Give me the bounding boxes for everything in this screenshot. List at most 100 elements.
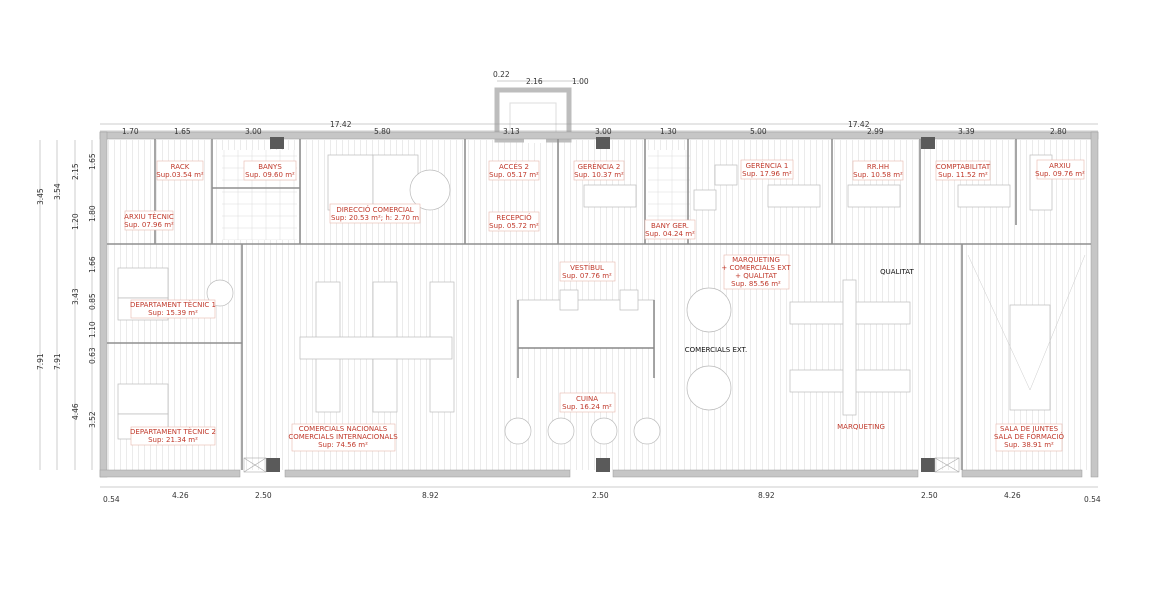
- room-vestibul: VESTÍBUL Sup. 07.76 m²: [559, 261, 616, 282]
- room-acces-2: ACCÉS 2 Sup. 05.17 m²: [488, 160, 540, 181]
- room-direccio-comercial: DIRECCIÓ COMERCIAL Sup: 20.53 m²; h: 2.7…: [329, 203, 421, 224]
- dim-top: 1.70: [122, 127, 139, 136]
- zone-marqueting: MARQUETING: [837, 423, 885, 431]
- svg-text:ACCÉS 2: ACCÉS 2: [499, 162, 529, 171]
- dim-bottom: 8.92: [758, 491, 775, 500]
- dim-left: 1.80: [88, 205, 97, 222]
- room-labels: RACK Sup.03.54 m² BANYS Sup. 09.60 m² AR…: [124, 159, 1085, 452]
- svg-text:Sup. 09.76 m²: Sup. 09.76 m²: [1035, 170, 1085, 178]
- zone-labels: QUALITAT COMERCIALS EXT. MARQUETING: [685, 268, 915, 431]
- svg-text:Sup: 15.39 m²: Sup: 15.39 m²: [148, 309, 198, 317]
- dim-top: 3.13: [503, 127, 520, 136]
- bottom-dimensions: 0.54 4.26 2.50 8.92 2.50 8.92 2.50 4.26 …: [103, 491, 1101, 504]
- dim-left: 7.91: [36, 353, 45, 370]
- svg-text:RACK: RACK: [171, 163, 190, 171]
- dim-bottom: 2.50: [255, 491, 272, 500]
- top-dimensions: 17.42 17.42 1.70 1.65 3.00 5.80 3.13 3.0…: [122, 70, 1067, 136]
- svg-text:DIRECCIÓ COMERCIAL: DIRECCIÓ COMERCIAL: [336, 205, 413, 214]
- dim-bottom: 0.54: [103, 495, 120, 504]
- room-gerencia-2: GERÈNCIA 2 Sup. 10.37 m²: [573, 160, 625, 181]
- dim-left: 7.91: [53, 353, 62, 370]
- dim-bottom: 4.26: [172, 491, 189, 500]
- svg-text:BANY GER.: BANY GER.: [651, 222, 689, 230]
- room-bany-ger: BANY GER. Sup. 04.24 m²: [644, 219, 696, 240]
- svg-text:Sup. 10.58 m²: Sup. 10.58 m²: [853, 171, 903, 179]
- svg-text:ARXIU: ARXIU: [1049, 162, 1071, 170]
- room-arxiu-tecnic: ARXIU TÈCNIC Sup. 07.96 m²: [124, 210, 174, 231]
- room-marqueting: MARQUETING + COMERCIALS EXT + QUALITAT S…: [721, 254, 791, 290]
- dim-top-outer-2: 17.42: [848, 120, 870, 129]
- room-banys: BANYS Sup. 09.60 m²: [243, 160, 297, 181]
- dim-top: 5.00: [750, 127, 767, 136]
- dim-top-outer-1: 17.42: [330, 120, 352, 129]
- dim-entrance: 2.16: [526, 77, 543, 86]
- svg-text:Sup. 04.24 m²: Sup. 04.24 m²: [645, 230, 695, 238]
- svg-text:Sup. 10.37 m²: Sup. 10.37 m²: [574, 171, 624, 179]
- dim-left: 3.45: [36, 188, 45, 205]
- svg-text:+ QUALITAT: + QUALITAT: [735, 272, 777, 280]
- svg-text:Sup. 07.96 m²: Sup. 07.96 m²: [124, 221, 174, 229]
- shafts: [243, 457, 960, 473]
- room-rrhh: RR.HH Sup. 10.58 m²: [852, 160, 904, 181]
- dim-left: 4.46: [71, 403, 80, 420]
- dim-left: 3.52: [88, 411, 97, 428]
- dim-top: 1.30: [660, 127, 677, 136]
- projector-lines: [967, 254, 1086, 391]
- svg-text:CUINA: CUINA: [576, 395, 598, 403]
- kitchen-counter: [517, 300, 655, 378]
- dim-left: 0.85: [88, 293, 97, 310]
- dim-left: 1.20: [71, 213, 80, 230]
- room-departament-tecnic-2: DEPARTAMENT TÈCNIC 2 Sup: 21.34 m²: [130, 426, 216, 446]
- dim-left: 3.54: [53, 183, 62, 200]
- room-recepcio: RECEPCIÓ Sup. 05.72 m²: [488, 211, 540, 232]
- svg-text:COMERCIALS NACIONALS: COMERCIALS NACIONALS: [299, 425, 388, 433]
- room-comptabilitat: COMPTABILITAT Sup. 11.52 m²: [935, 160, 991, 181]
- svg-text:Sup.03.54 m²: Sup.03.54 m²: [156, 171, 204, 179]
- dim-top: 2.99: [867, 127, 884, 136]
- dim-top: 3.00: [245, 127, 262, 136]
- dim-left: 0.63: [88, 347, 97, 364]
- dim-bottom: 2.50: [592, 491, 609, 500]
- svg-text:MARQUETING: MARQUETING: [732, 256, 780, 264]
- svg-text:COMERCIALS INTERNACIONALS: COMERCIALS INTERNACIONALS: [288, 433, 398, 441]
- zone-qualitat: QUALITAT: [880, 268, 914, 276]
- svg-text:GERÈNCIA 1: GERÈNCIA 1: [746, 161, 789, 170]
- svg-text:Sup. 17.96 m²: Sup. 17.96 m²: [742, 170, 792, 178]
- dim-entrance: 0.22: [493, 70, 510, 79]
- svg-text:Sup. 05.17 m²: Sup. 05.17 m²: [489, 171, 539, 179]
- svg-text:Sup. 11.52 m²: Sup. 11.52 m²: [938, 171, 988, 179]
- dim-bottom: 8.92: [422, 491, 439, 500]
- room-rack: RACK Sup.03.54 m²: [156, 160, 204, 181]
- dim-bottom: 4.26: [1004, 491, 1021, 500]
- dim-left: 1.10: [88, 321, 97, 338]
- dim-top: 1.65: [174, 127, 191, 136]
- dim-entrance: 1.00: [572, 77, 589, 86]
- svg-text:Sup: 74.56 m²: Sup: 74.56 m²: [318, 441, 368, 449]
- svg-text:Sup. 09.60 m²: Sup. 09.60 m²: [245, 171, 295, 179]
- room-cuina: CUINA Sup. 16.24 m²: [559, 392, 616, 413]
- columns: [266, 137, 935, 472]
- dim-bottom: 2.50: [921, 491, 938, 500]
- dim-left: 1.65: [88, 153, 97, 170]
- room-gerencia-1: GERÈNCIA 1 Sup. 17.96 m²: [740, 159, 794, 180]
- svg-text:Sup. 85.56 m²: Sup. 85.56 m²: [731, 280, 781, 288]
- svg-text:DEPARTAMENT TÈCNIC 1: DEPARTAMENT TÈCNIC 1: [130, 300, 216, 309]
- svg-text:BANYS: BANYS: [258, 163, 282, 171]
- svg-text:ARXIU TÈCNIC: ARXIU TÈCNIC: [124, 212, 174, 221]
- dim-top: 3.00: [595, 127, 612, 136]
- svg-text:Sup. 05.72 m²: Sup. 05.72 m²: [489, 222, 539, 230]
- svg-text:Sup: 21.34 m²: Sup: 21.34 m²: [148, 436, 198, 444]
- svg-text:VESTÍBUL: VESTÍBUL: [570, 263, 604, 272]
- svg-text:GERÈNCIA 2: GERÈNCIA 2: [578, 162, 621, 171]
- dim-left: 2.15: [71, 163, 80, 180]
- svg-text:Sup. 38.91 m²: Sup. 38.91 m²: [1004, 441, 1054, 449]
- svg-text:SALA DE FORMACIÓ: SALA DE FORMACIÓ: [994, 432, 1065, 441]
- room-departament-tecnic-1: DEPARTAMENT TÈCNIC 1 Sup: 15.39 m²: [130, 299, 216, 319]
- dim-top: 3.39: [958, 127, 975, 136]
- dim-left: 3.43: [71, 288, 80, 305]
- dim-top: 5.80: [374, 127, 391, 136]
- svg-text:COMPTABILITAT: COMPTABILITAT: [936, 163, 991, 171]
- svg-text:Sup: 20.53 m²; h: 2.70 m: Sup: 20.53 m²; h: 2.70 m: [331, 214, 419, 222]
- svg-text:+ COMERCIALS EXT: + COMERCIALS EXT: [721, 264, 791, 272]
